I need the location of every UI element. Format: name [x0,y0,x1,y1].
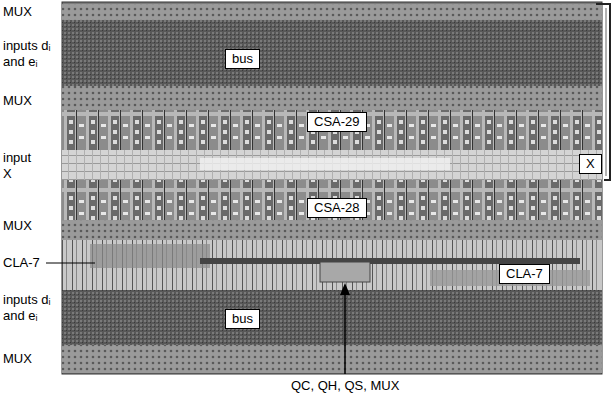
region-label: MUX [3,218,32,234]
label-box: bus [225,49,260,69]
label-box: X [579,154,602,174]
label-box: CSA-29 [307,112,367,132]
box-label: CLA-7 [506,266,543,282]
region-label: MUX [3,351,32,367]
region-label: input X [3,150,39,182]
box-label: CSA-29 [314,114,360,130]
box-label: bus [232,311,253,327]
label-box: CLA-7 [499,264,550,284]
label-box: CSA-28 [307,198,367,218]
region-label: inputs dᵢ and eᵢ [3,292,59,324]
region-label: inputs dᵢ and eᵢ [3,38,59,70]
region-label: MUX [3,4,32,20]
callout-label: QC, QH, QS, MUX [291,378,399,394]
box-label: CSA-28 [314,200,360,216]
box-label: X [586,156,595,172]
label-box: bus [225,309,260,329]
region-label: CLA-7 [3,255,40,271]
region-label: MUX [3,93,32,109]
box-label: bus [232,51,253,67]
